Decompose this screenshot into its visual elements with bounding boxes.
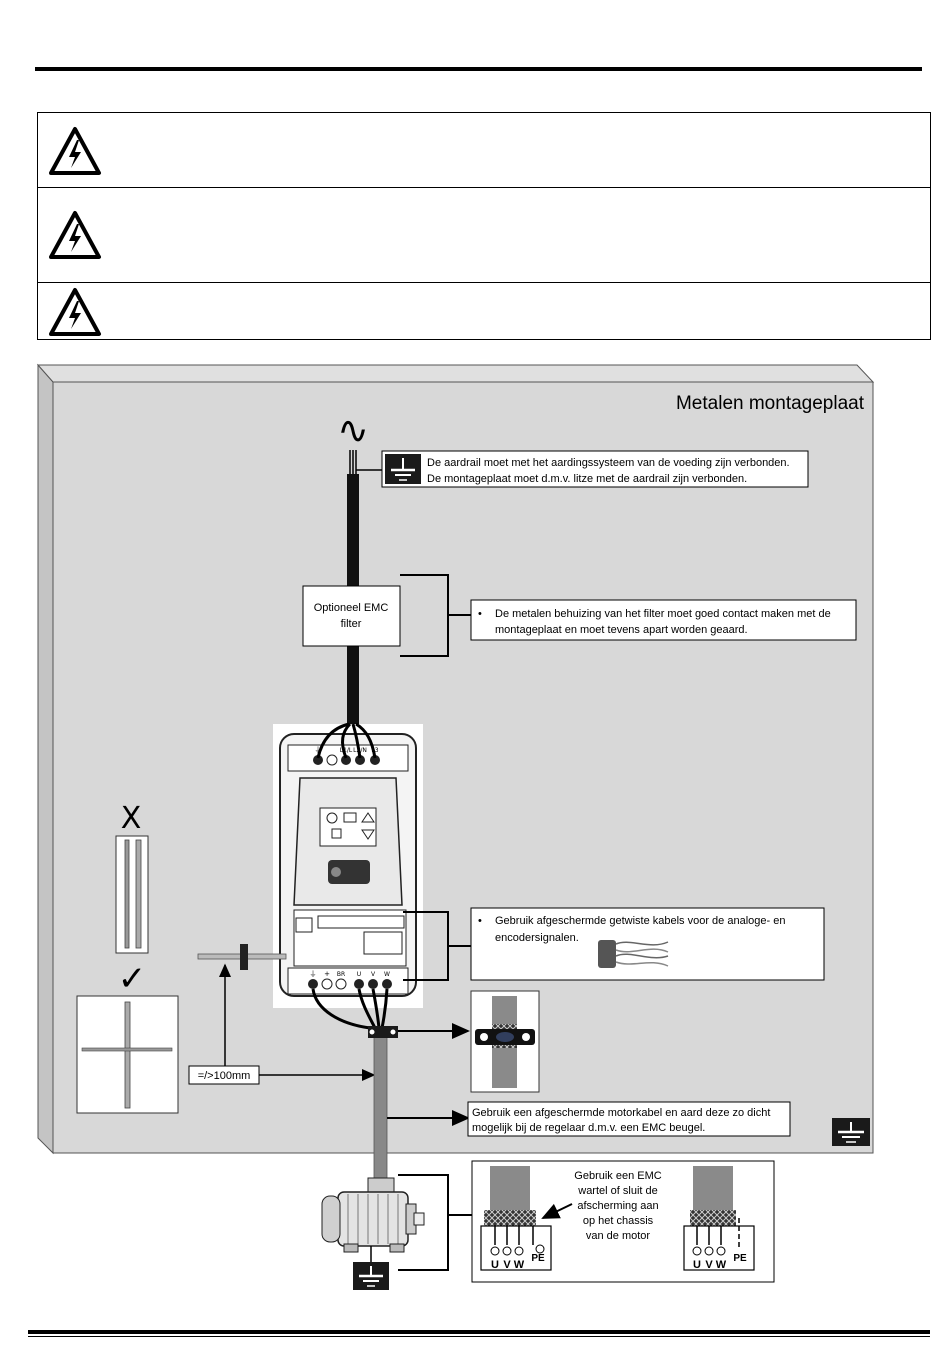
motor-cable-note-line2: mogelijk bij de regelaar d.m.v. een EMC … [472,1122,705,1134]
earth-note-line1: De aardrail moet met het aardingssysteem… [427,457,790,469]
distance-label: =/>100mm [198,1070,251,1082]
drive-bottom-terminals: ⏚ + BR U V W [308,970,392,990]
high-voltage-warning-icon [49,288,101,336]
earth-note-line2: De montageplaat moet d.m.v. litze met de… [427,473,747,485]
twisted-pair-cable-image [598,940,669,968]
header-rule [35,67,922,71]
gland-note-line5: van de motor [586,1230,651,1242]
filter-note-line2: montageplaat en moet tevens apart worden… [495,624,748,636]
supply-wire-earth [316,722,350,759]
terminal-label: V [371,971,376,978]
cable-note-line2: encodersignalen. [495,932,579,944]
network-port-icon [295,917,313,933]
motor-earth-icon [353,1262,389,1290]
warning-table [37,112,931,340]
emc-filter-label-line1: Optioneel EMC [314,602,389,614]
supply-cable [347,474,359,586]
gland-detail-right [683,1166,755,1271]
motor-wire-w [380,988,389,1029]
motor-cable-note-box [467,1101,791,1137]
terminal-u-label: U [491,1259,499,1271]
terminal-label: U [357,971,361,978]
terminal-label: + [324,970,330,978]
wrong-icon: X [121,801,142,836]
supply-wire-l2 [351,723,362,759]
terminal-pe-label: PE [531,1253,545,1264]
supply-wire-l3 [355,722,377,759]
terminal-label: ⏚ [315,746,322,754]
terminal-label: L3 [371,747,378,754]
terminal-v-label: V [705,1259,713,1271]
signal-cable-clamp [240,944,248,970]
terminal-label: ⏚ [310,970,317,978]
parallel-cable [124,839,130,949]
terminal-u-label: U [693,1259,701,1271]
earth-rail-icon [385,454,421,484]
cable-note-line1: Gebruik afgeschermde getwiste kabels voo… [495,915,785,927]
keypad-start-icon [326,812,338,824]
drive-top-terminals: ⏚ L1/L L2/N L3 [313,746,380,766]
keypad-stop-icon [343,812,357,823]
ac-supply-icon: ∿ [337,408,369,452]
parallel-cable [135,839,142,949]
crossing-cable-vertical [124,1001,131,1109]
drive-unit [273,724,423,1008]
footer-rule [28,1330,930,1334]
motor-cable [373,1029,388,1187]
warning-row [38,282,930,339]
gland-note-line2: wartel of sluit de [577,1185,657,1197]
gland-detail-left [480,1166,552,1271]
filter-note-box [470,599,857,641]
motor-wire-u [357,988,377,1029]
terminal-label: BR [337,971,345,978]
terminal-v-label: V [503,1259,511,1271]
gland-note-line1: Gebruik een EMC [574,1170,661,1182]
keypad-down-icon [361,829,375,840]
motor [321,1177,425,1253]
emc-filter-label-line2: filter [341,618,362,630]
high-voltage-warning-icon [49,127,101,175]
filter-note-bullet: • [478,608,482,620]
plate-earth-icon [832,1118,870,1146]
earth-note-box [381,450,809,488]
supply-wire-l1 [341,722,352,759]
correct-icon: ✓ [118,959,147,999]
motor-cable-note-line1: Gebruik een afgeschermde motorkabel en a… [472,1107,770,1119]
terminal-label: W [384,971,390,978]
terminal-pe-label: PE [733,1253,747,1264]
motor-wire-v [371,988,381,1029]
gland-note-line4: op het chassis [583,1215,654,1227]
supply-cable [347,646,359,726]
keypad-navigate-icon [331,828,342,839]
cable-note-bullet: • [478,915,482,927]
motor-wire-earth [311,988,371,1030]
gland-note-line3: afscherming aan [577,1200,658,1212]
keypad-up-icon [361,812,375,823]
terminal-label: L1/L [340,747,353,754]
high-voltage-warning-icon [49,211,101,259]
brand-logo [328,860,370,884]
footer-rule-thin [28,1336,930,1337]
wrong-example-box [115,835,149,954]
emc-filter-box [302,585,401,647]
terminal-w-label: W [716,1259,727,1271]
plate-title: Metalen montageplaat [676,393,865,414]
warning-row [38,187,930,282]
motor-bracket [398,1174,449,1271]
filter-note-line1: De metalen behuizing van het filter moet… [495,608,831,620]
distance-label-box [188,1065,260,1085]
crossing-cable-horizontal [81,1047,173,1052]
warning-row [38,113,930,187]
terminal-w-label: W [514,1259,525,1271]
gland-arrow [541,1203,573,1219]
emc-clamp [368,1026,398,1038]
